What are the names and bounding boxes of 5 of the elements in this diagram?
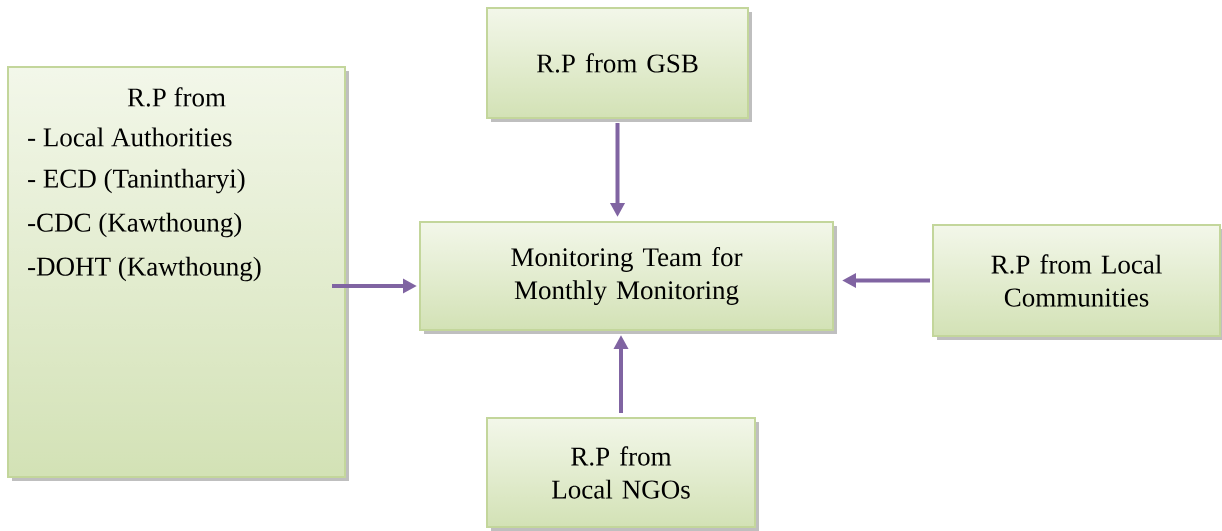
process-box: R.P from Local NGOs (486, 417, 759, 531)
process-box: R.P from - Local Authorities - ECD (Tanintharyi) -CDC (Kawthoung) -DOHT (Kawthoung) (7, 66, 349, 481)
process-box: R.P from Local Communities (932, 224, 1222, 340)
process-box: R.P from GSB (486, 7, 752, 122)
process-box: Monitoring Team for Monthly Monitoring (419, 221, 837, 334)
